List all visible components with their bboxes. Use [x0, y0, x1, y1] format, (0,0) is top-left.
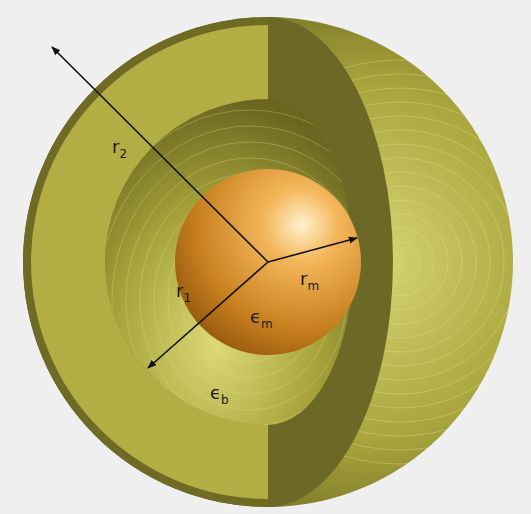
radius-label: rm	[300, 270, 319, 288]
radius-arrow	[52, 47, 268, 262]
radius-label: r2	[112, 138, 127, 156]
radius-label: r1	[176, 282, 191, 300]
permittivity-label: ϵb	[210, 384, 229, 402]
radius-arrow	[148, 262, 268, 368]
radius-arrow	[268, 238, 357, 262]
permittivity-label: ϵm	[250, 308, 273, 326]
